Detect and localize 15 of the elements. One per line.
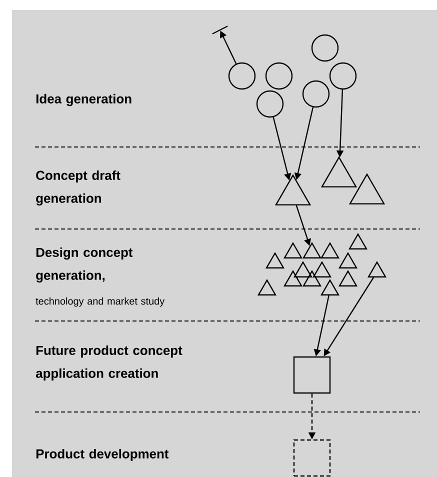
stage-label: Future product concept application creation — [36, 346, 182, 380]
dashed-square — [293, 439, 331, 477]
circle-shape — [256, 90, 284, 118]
stage-label: Idea generation — [36, 94, 132, 106]
circle-shape — [311, 34, 339, 62]
stage-label: Concept draft generation — [36, 170, 120, 206]
circle-shape — [228, 62, 256, 90]
circle-shape — [302, 80, 330, 108]
stage-label: Design concept generation, — [36, 247, 133, 283]
circle-shape — [265, 62, 293, 90]
bar-mark — [212, 26, 228, 34]
stage-label: technology and market study — [36, 297, 165, 307]
circle-shape — [329, 62, 357, 90]
square-shape — [293, 356, 331, 394]
stage-label: Product development — [36, 448, 169, 462]
